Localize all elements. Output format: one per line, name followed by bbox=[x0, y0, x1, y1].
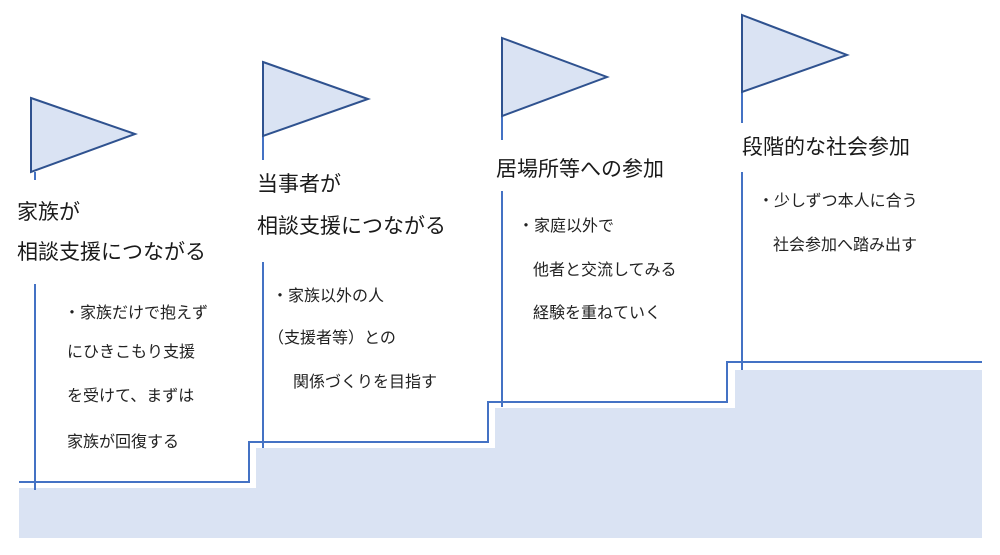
step-2-bullet: （支援者等）との bbox=[268, 328, 396, 347]
step-2-bullet: 関係づくりを目指す bbox=[293, 372, 438, 391]
step-2-title-line-2: 相談支援につながる bbox=[257, 214, 446, 238]
step-3-bullet: 経験を重ねていく bbox=[533, 303, 662, 322]
stair-fill bbox=[19, 370, 982, 538]
step-1-title-line-2: 相談支援につながる bbox=[17, 240, 206, 264]
step-2-title-line-1: 当事者が bbox=[257, 172, 341, 196]
flag-poles bbox=[34, 92, 743, 490]
step-1-bullet: にひきこもり支援 bbox=[67, 342, 196, 361]
step-4-title: 段階的な社会参加 bbox=[742, 135, 910, 159]
step-4-bullet: 社会参加へ踏み出す bbox=[773, 235, 918, 254]
step-4-bullet: ・少しずつ本人に合う bbox=[758, 191, 918, 210]
step-2-bullet: ・家族以外の人 bbox=[272, 286, 385, 305]
step-1-bullet: 家族が回復する bbox=[67, 432, 180, 451]
flag-icon-1 bbox=[30, 96, 138, 174]
step-3-title: 居場所等への参加 bbox=[496, 157, 664, 181]
flag-icon-3 bbox=[501, 36, 610, 118]
step-3-bullet: 他者と交流してみる bbox=[533, 260, 677, 279]
flag-icon-4 bbox=[741, 13, 850, 94]
stair-outline bbox=[19, 361, 982, 483]
step-1-bullet: ・家族だけで抱えず bbox=[64, 303, 209, 322]
step-1-bullet: を受けて、まずは bbox=[67, 386, 195, 405]
step-3-bullet: ・家庭以外で bbox=[518, 216, 615, 235]
flag-icon-2 bbox=[262, 60, 372, 138]
step-1-title-line-1: 家族が bbox=[17, 200, 80, 224]
